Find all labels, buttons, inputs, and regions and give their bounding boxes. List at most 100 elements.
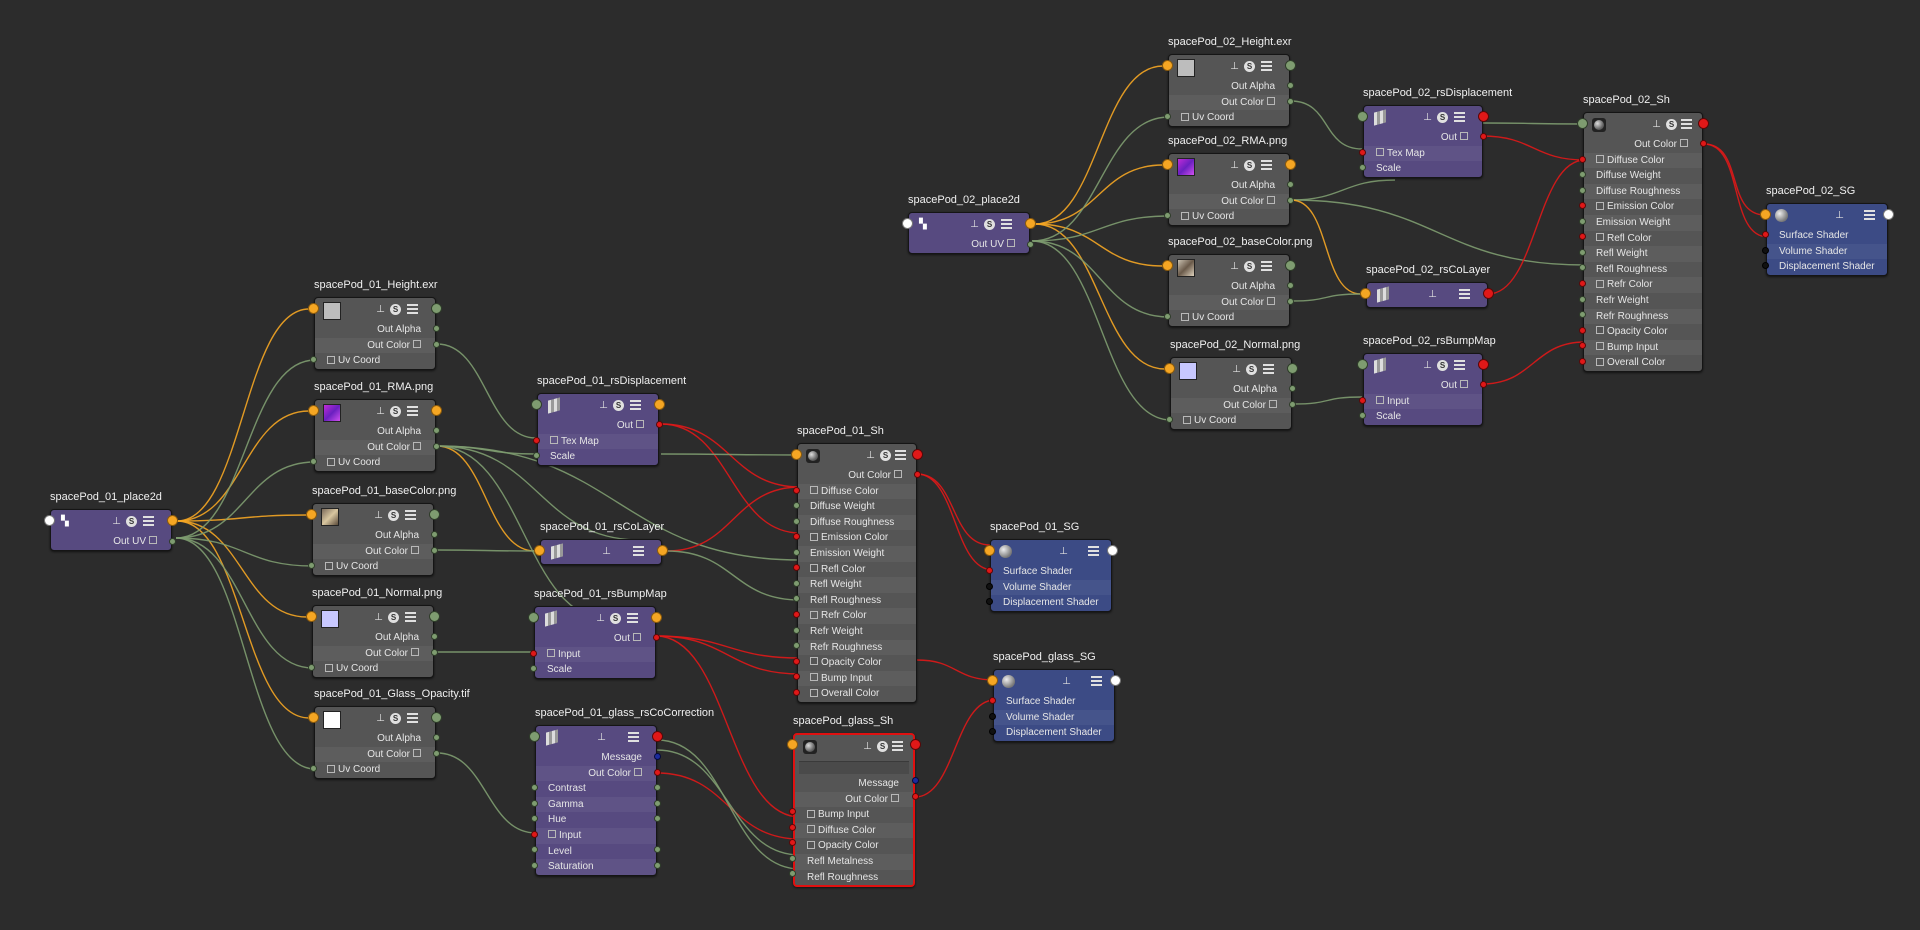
swatch-icon[interactable]: S bbox=[390, 406, 401, 417]
input-port[interactable] bbox=[1360, 288, 1371, 299]
out-color-port[interactable] bbox=[912, 793, 919, 800]
pin-icon[interactable]: ⊥ bbox=[970, 219, 979, 230]
volume-shader-port[interactable] bbox=[989, 713, 996, 720]
output-port[interactable] bbox=[1285, 260, 1296, 271]
output-port[interactable] bbox=[429, 509, 440, 520]
out-alpha-port[interactable] bbox=[431, 633, 438, 640]
diffuse-color-port[interactable] bbox=[1579, 156, 1586, 163]
output-port[interactable] bbox=[431, 303, 442, 314]
attribute-list-icon[interactable] bbox=[407, 406, 418, 417]
input-port[interactable] bbox=[531, 399, 542, 410]
overall-color-port[interactable] bbox=[1579, 358, 1586, 365]
expand-icon[interactable] bbox=[1596, 279, 1604, 288]
expand-icon[interactable] bbox=[810, 688, 818, 697]
out-color-port[interactable] bbox=[1289, 401, 1296, 408]
expand-icon[interactable] bbox=[810, 657, 818, 666]
swatch-icon[interactable]: S bbox=[390, 713, 401, 724]
pin-icon[interactable]: ⊥ bbox=[1428, 289, 1437, 300]
output-port[interactable] bbox=[1883, 209, 1894, 220]
node-spacepod-01-place2d[interactable]: spacePod_01_place2d ▚ ⊥ S Out UV bbox=[44, 491, 178, 551]
expand-icon[interactable] bbox=[1596, 154, 1604, 163]
expand-icon[interactable] bbox=[1181, 312, 1189, 321]
attribute-list-icon[interactable] bbox=[627, 613, 638, 624]
level-out-port[interactable] bbox=[654, 846, 661, 853]
input-port[interactable] bbox=[987, 675, 998, 686]
expand-icon[interactable] bbox=[1596, 201, 1604, 210]
swatch-icon[interactable]: S bbox=[1437, 360, 1448, 371]
node-spacepod-02-rscolayer[interactable]: spacePod_02_rsCoLayer c ⊥ bbox=[1360, 264, 1494, 308]
pin-icon[interactable]: ⊥ bbox=[376, 406, 385, 417]
attribute-list-icon[interactable] bbox=[405, 510, 416, 521]
refr-roughness-port[interactable] bbox=[793, 642, 800, 649]
input-port[interactable] bbox=[984, 545, 995, 556]
hue-port[interactable] bbox=[531, 815, 538, 822]
swatch-icon[interactable]: S bbox=[388, 612, 399, 623]
node-spacepod-02-sh[interactable]: spacePod_02_Sh ⊥ S Out Color Diffuse Col… bbox=[1577, 94, 1709, 372]
hue-out-port[interactable] bbox=[654, 815, 661, 822]
pin-icon[interactable]: ⊥ bbox=[112, 516, 121, 527]
node-spacepod-glass-sg[interactable]: spacePod_glass_SG ⊥ Surface Shader Volum… bbox=[987, 651, 1121, 742]
input-port[interactable] bbox=[308, 405, 319, 416]
out-color-port[interactable] bbox=[1700, 140, 1707, 147]
attribute-list-icon[interactable] bbox=[407, 713, 418, 724]
expand-icon[interactable] bbox=[548, 830, 556, 839]
saturation-port[interactable] bbox=[531, 862, 538, 869]
node-spacepod-01-height[interactable]: spacePod_01_Height.exr ⊥ S Out Alpha Out… bbox=[308, 279, 442, 370]
attribute-list-icon[interactable] bbox=[1088, 546, 1099, 557]
attribute-list-icon[interactable] bbox=[1261, 160, 1272, 171]
expand-icon[interactable] bbox=[634, 767, 642, 776]
tex-map-port[interactable] bbox=[1359, 149, 1366, 156]
attribute-list-icon[interactable] bbox=[1261, 61, 1272, 72]
volume-shader-port[interactable] bbox=[1762, 247, 1769, 254]
input-port[interactable] bbox=[1162, 159, 1173, 170]
attribute-list-icon[interactable] bbox=[630, 400, 641, 411]
contrast-port[interactable] bbox=[531, 784, 538, 791]
node-spacepod-01-rsdisplacement[interactable]: spacePod_01_rsDisplacement c ⊥ S Out Tex… bbox=[531, 375, 686, 466]
node-spacepod-01-rma[interactable]: spacePod_01_RMA.png ⊥ S Out Alpha Out Co… bbox=[308, 381, 442, 472]
attribute-list-icon[interactable] bbox=[628, 732, 639, 743]
attribute-list-icon[interactable] bbox=[1454, 112, 1465, 123]
expand-icon[interactable] bbox=[1596, 357, 1604, 366]
diffuse-roughness-port[interactable] bbox=[793, 518, 800, 525]
output-port[interactable] bbox=[651, 612, 662, 623]
output-port[interactable] bbox=[1287, 363, 1298, 374]
expand-icon[interactable] bbox=[327, 457, 335, 466]
pin-icon[interactable]: ⊥ bbox=[374, 510, 383, 521]
expand-icon[interactable] bbox=[1007, 239, 1015, 248]
out-color-port[interactable] bbox=[433, 341, 440, 348]
out-alpha-port[interactable] bbox=[433, 325, 440, 332]
node-spacepod-01-rscolayer[interactable]: spacePod_01_rsCoLayer c ⊥ bbox=[534, 521, 668, 565]
expand-icon[interactable] bbox=[633, 633, 641, 642]
attribute-list-icon[interactable] bbox=[1454, 360, 1465, 371]
pin-icon[interactable]: ⊥ bbox=[1059, 546, 1068, 557]
node-spacepod-01-sh[interactable]: spacePod_01_Sh ⊥ S Out Color Diffuse Col… bbox=[791, 425, 923, 703]
out-uv-port[interactable] bbox=[169, 538, 176, 545]
pin-icon[interactable]: ⊥ bbox=[597, 732, 606, 743]
expand-icon[interactable] bbox=[413, 441, 421, 450]
out-port[interactable] bbox=[1480, 381, 1487, 388]
output-port[interactable] bbox=[1110, 675, 1121, 686]
input-port[interactable] bbox=[791, 449, 802, 460]
pin-icon[interactable]: ⊥ bbox=[1423, 112, 1432, 123]
diffuse-color-port[interactable] bbox=[789, 824, 796, 831]
refl-color-port[interactable] bbox=[793, 564, 800, 571]
expand-icon[interactable] bbox=[810, 532, 818, 541]
expand-icon[interactable] bbox=[411, 545, 419, 554]
expand-icon[interactable] bbox=[550, 435, 558, 444]
output-port[interactable] bbox=[1478, 111, 1489, 122]
gamma-out-port[interactable] bbox=[654, 800, 661, 807]
out-color-port[interactable] bbox=[1287, 197, 1294, 204]
pin-icon[interactable]: ⊥ bbox=[376, 304, 385, 315]
refr-color-port[interactable] bbox=[793, 611, 800, 618]
attribute-list-icon[interactable] bbox=[405, 612, 416, 623]
out-color-port[interactable] bbox=[433, 443, 440, 450]
out-alpha-port[interactable] bbox=[1287, 181, 1294, 188]
pin-icon[interactable]: ⊥ bbox=[863, 741, 872, 752]
swatch-icon[interactable]: S bbox=[126, 516, 137, 527]
out-color-port[interactable] bbox=[433, 750, 440, 757]
refr-weight-port[interactable] bbox=[1579, 296, 1586, 303]
out-color-port[interactable] bbox=[914, 471, 921, 478]
output-port[interactable] bbox=[1285, 159, 1296, 170]
expand-icon[interactable] bbox=[1376, 395, 1384, 404]
expand-icon[interactable] bbox=[325, 663, 333, 672]
